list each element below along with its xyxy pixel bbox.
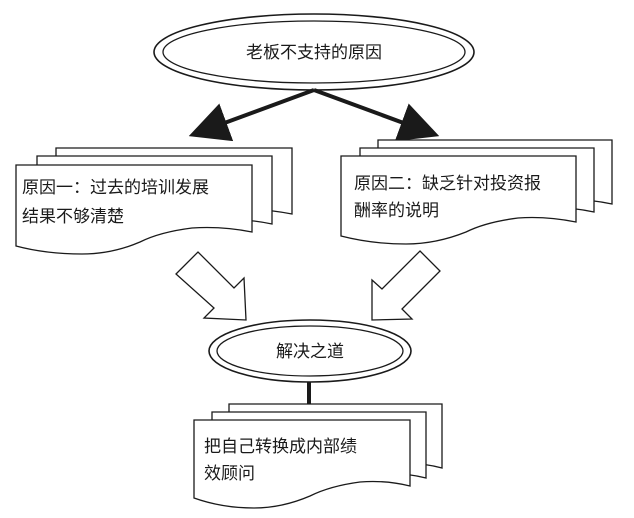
top-node-ellipse: 老板不支持的原因 (153, 13, 475, 91)
hollow-arrow-left (175, 251, 247, 321)
arrow-to-reason-two (313, 88, 440, 142)
branch-arrows (188, 88, 440, 142)
reason-one-line1: 原因一：过去的培训发展 (22, 178, 209, 198)
solution-box-line1: 把自己转换成内部绩 (204, 437, 357, 457)
reason-one-line2: 结果不够清楚 (22, 207, 124, 227)
solution-node-ellipse: 解决之道 (208, 319, 412, 383)
arrow-to-reason-one (188, 88, 315, 142)
solution-box: 把自己转换成内部绩 效顾问 (193, 403, 443, 509)
hollow-arrow-right (371, 250, 441, 321)
solution-box-line2: 效顾问 (204, 464, 255, 484)
solution-node-label: 解决之道 (276, 342, 344, 362)
reason-two-line1: 原因二：缺乏针对投资报 (354, 174, 541, 194)
reason-one-box: 原因一：过去的培训发展 结果不够清楚 (15, 147, 293, 255)
reason-two-box: 原因二：缺乏针对投资报 酬率的说明 (340, 139, 613, 245)
reason-two-line2: 酬率的说明 (354, 201, 439, 221)
top-node-label: 老板不支持的原因 (246, 43, 382, 63)
